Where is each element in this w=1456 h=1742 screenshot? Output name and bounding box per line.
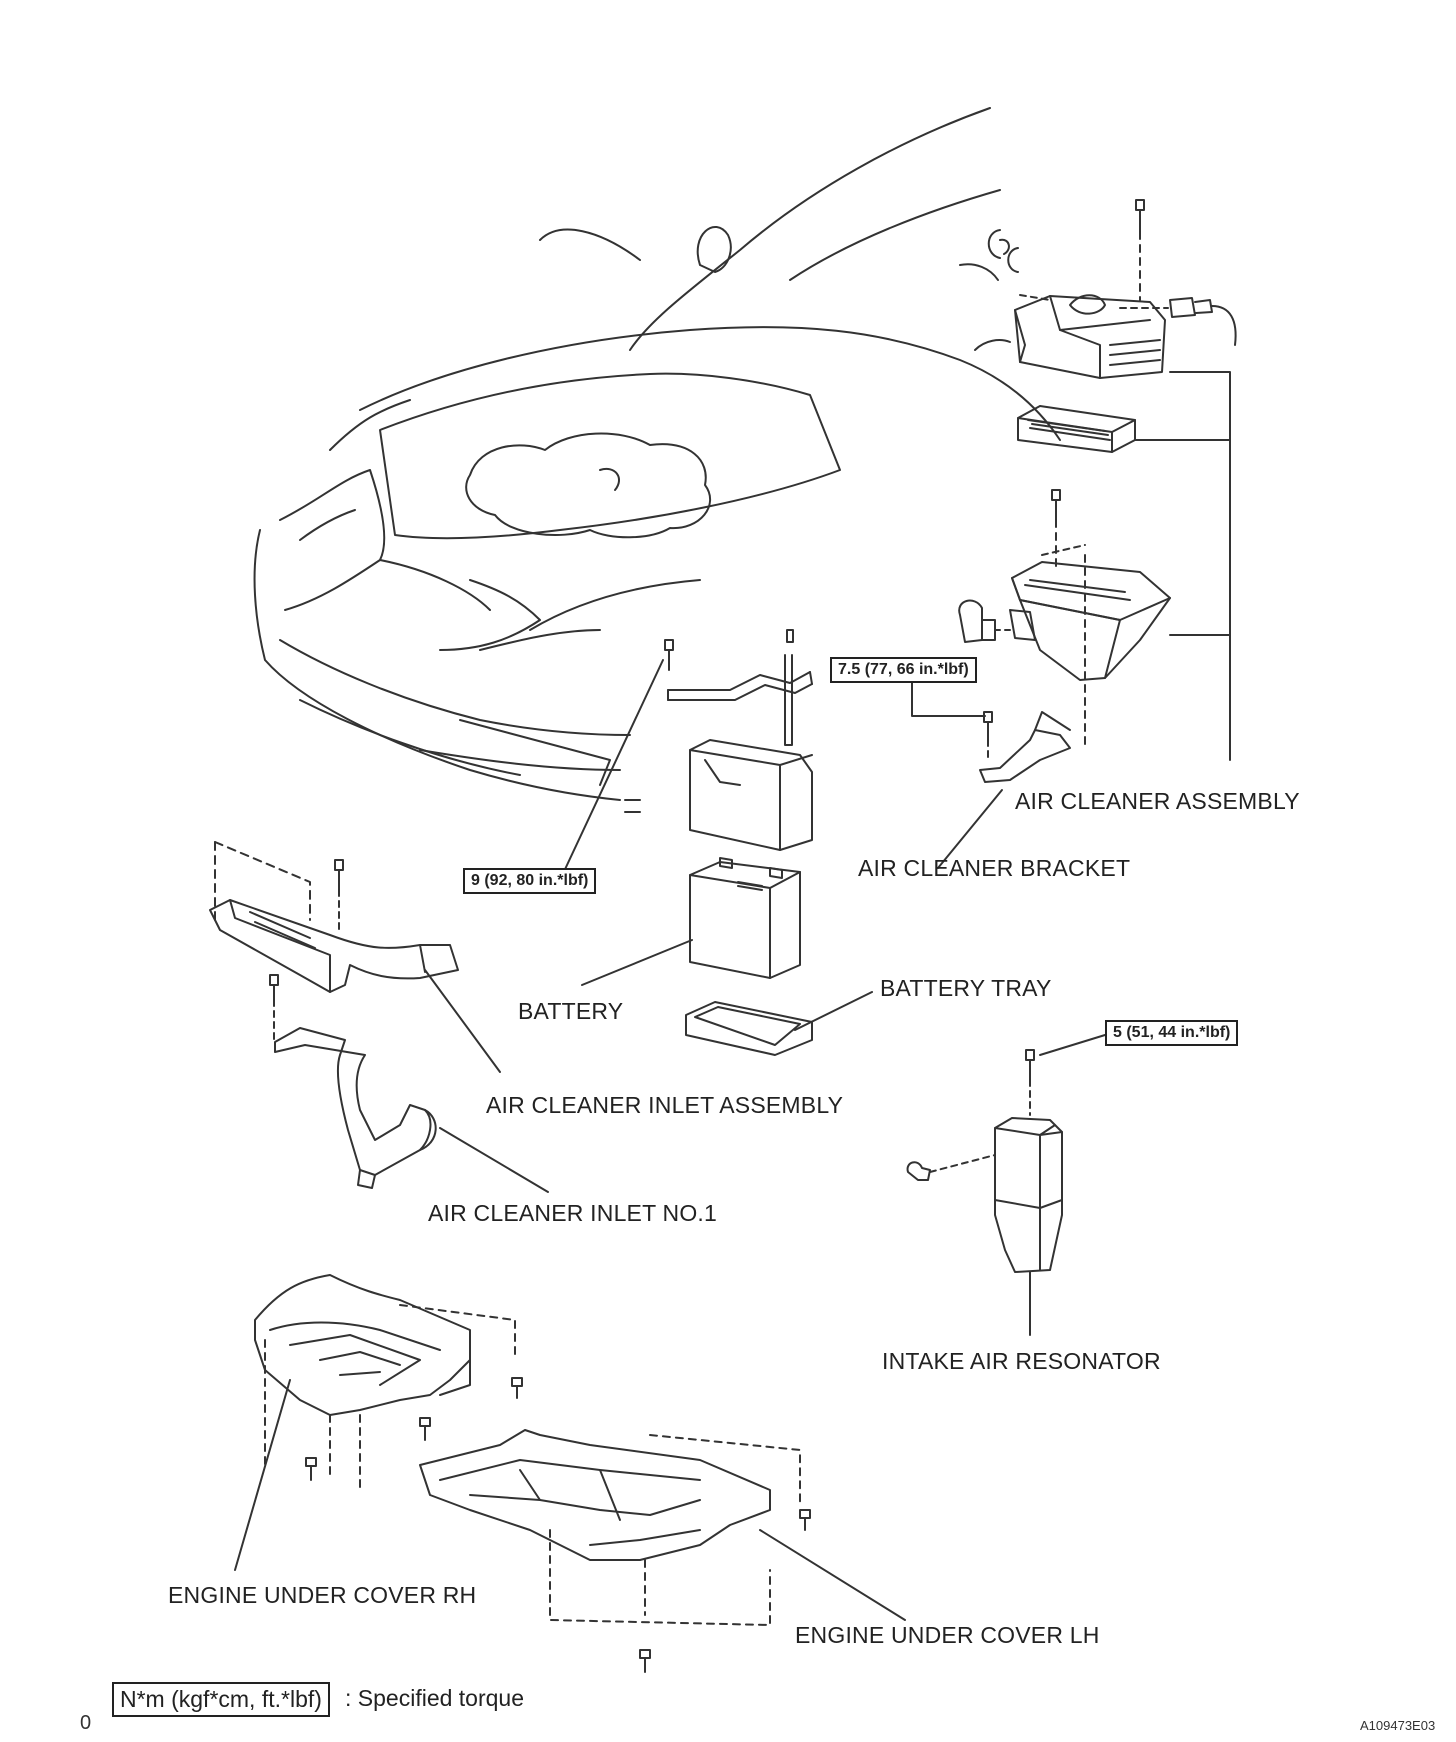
battery-label-leader bbox=[581, 939, 693, 986]
engine-under-cover-rh-part bbox=[254, 1274, 523, 1491]
label-battery: BATTERY bbox=[518, 998, 624, 1024]
label-air-cleaner-assembly: AIR CLEANER ASSEMBLY bbox=[1015, 788, 1300, 814]
page-marker: 0 bbox=[80, 1712, 92, 1734]
label-air-cleaner-inlet-no1: AIR CLEANER INLET NO.1 bbox=[428, 1200, 718, 1226]
label-engine-under-cover-rh: ENGINE UNDER COVER RH bbox=[168, 1582, 477, 1608]
battery-tray-label-leader bbox=[794, 991, 873, 1031]
label-intake-air-resonator: INTAKE AIR RESONATOR bbox=[882, 1348, 1161, 1374]
bracket-torque-leader bbox=[911, 677, 986, 717]
torque-spec-battery-clamp: 9 (92, 80 in.*lbf) bbox=[463, 868, 597, 894]
torque-spec-resonator: 5 (51, 44 in.*lbf) bbox=[1105, 1020, 1239, 1046]
legend-description: : Specified torque bbox=[345, 1685, 525, 1711]
battery-torque-leader bbox=[559, 659, 664, 881]
bracket-label-leader bbox=[937, 789, 1003, 869]
cover-lh-label-leader bbox=[759, 1529, 906, 1621]
legend-torque-units: N*m (kgf*cm, ft.*lbf) bbox=[112, 1682, 330, 1717]
air-cleaner-cap bbox=[959, 199, 1237, 379]
label-engine-under-cover-lh: ENGINE UNDER COVER LH bbox=[795, 1622, 1100, 1648]
air-cleaner-inlet-part bbox=[209, 841, 459, 993]
air-filter-element bbox=[1017, 405, 1136, 453]
battery-part bbox=[689, 857, 801, 979]
intake-air-resonator-part bbox=[906, 1049, 1063, 1273]
cover-rh-label-leader bbox=[234, 1379, 291, 1571]
air-cleaner-case bbox=[958, 489, 1171, 751]
battery-tray-part bbox=[685, 1001, 813, 1056]
resonator-torque-leader bbox=[1039, 1034, 1106, 1056]
label-air-cleaner-bracket: AIR CLEANER BRACKET bbox=[858, 855, 1131, 881]
air-cleaner-inlet-no1-part bbox=[269, 974, 437, 1189]
torque-spec-bracket: 7.5 (77, 66 in.*lbf) bbox=[830, 657, 977, 683]
figure-code: A109473E03 bbox=[1360, 1718, 1436, 1733]
battery-hold-down bbox=[689, 739, 813, 851]
air-cleaner-bracket-part bbox=[979, 711, 1071, 783]
inlet-assembly-label-leader bbox=[424, 969, 501, 1073]
label-air-cleaner-inlet-assembly: AIR CLEANER INLET ASSEMBLY bbox=[486, 1092, 844, 1118]
battery-clamp-part bbox=[664, 629, 813, 746]
vehicle-front-outline bbox=[253, 107, 1061, 813]
inlet-no1-label-leader bbox=[439, 1127, 549, 1193]
engine-under-cover-lh-part bbox=[419, 1429, 811, 1673]
assembly-bracket-line bbox=[1134, 371, 1231, 761]
label-battery-tray: BATTERY TRAY bbox=[880, 975, 1052, 1001]
